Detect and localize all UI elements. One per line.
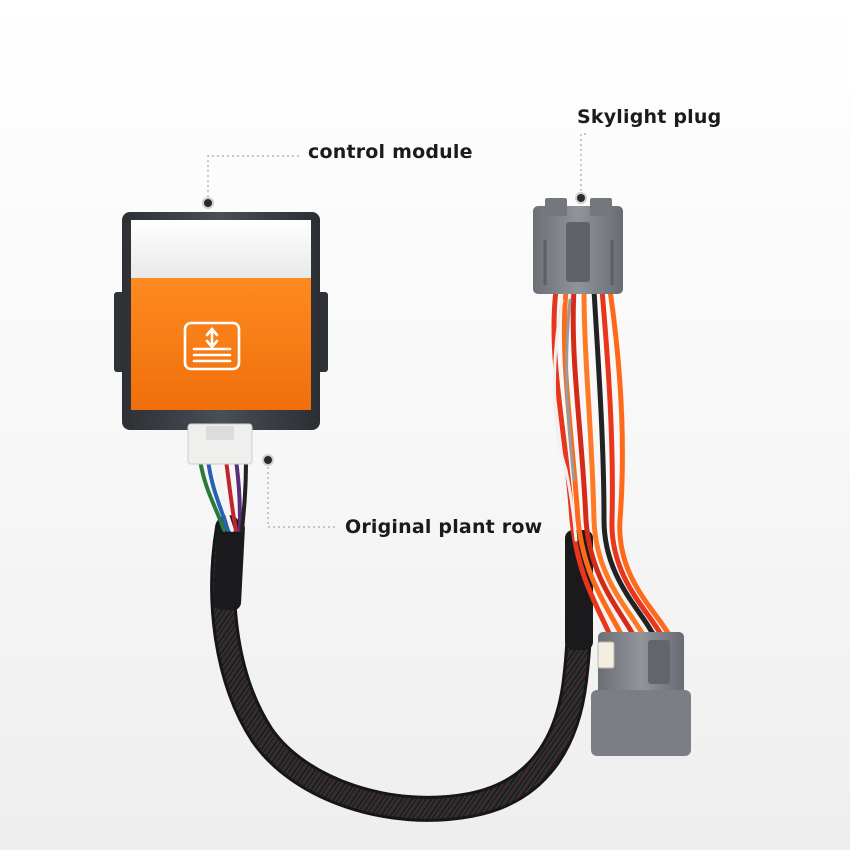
module-connector-latch	[206, 426, 234, 440]
callout-control-module: control module	[308, 141, 473, 163]
module-face-orange	[131, 278, 311, 410]
braided-cable-texture	[213, 518, 590, 819]
lower-plug	[591, 632, 691, 756]
sunroof-up-down-icon	[183, 321, 241, 371]
module-connector	[187, 423, 253, 465]
module-face-white	[131, 220, 311, 278]
control-module	[114, 212, 328, 465]
heatshrink-left	[213, 519, 245, 611]
module-wires	[198, 458, 248, 532]
leader-original-plant-row	[267, 462, 338, 528]
leader-dot-skylight	[575, 192, 587, 204]
leader-lines	[207, 133, 588, 528]
leader-dot-control	[202, 197, 214, 209]
leader-control-module	[207, 155, 302, 202]
leader-dots	[202, 192, 587, 466]
skylight-plug	[533, 198, 623, 294]
callout-skylight-plug: Skylight plug	[577, 106, 722, 128]
leader-dot-original	[262, 454, 274, 466]
callout-original-plant-row: Original plant row	[345, 516, 543, 538]
harness-wires	[551, 287, 675, 643]
braided-cable	[210, 515, 593, 822]
leader-skylight-plug	[580, 133, 588, 196]
